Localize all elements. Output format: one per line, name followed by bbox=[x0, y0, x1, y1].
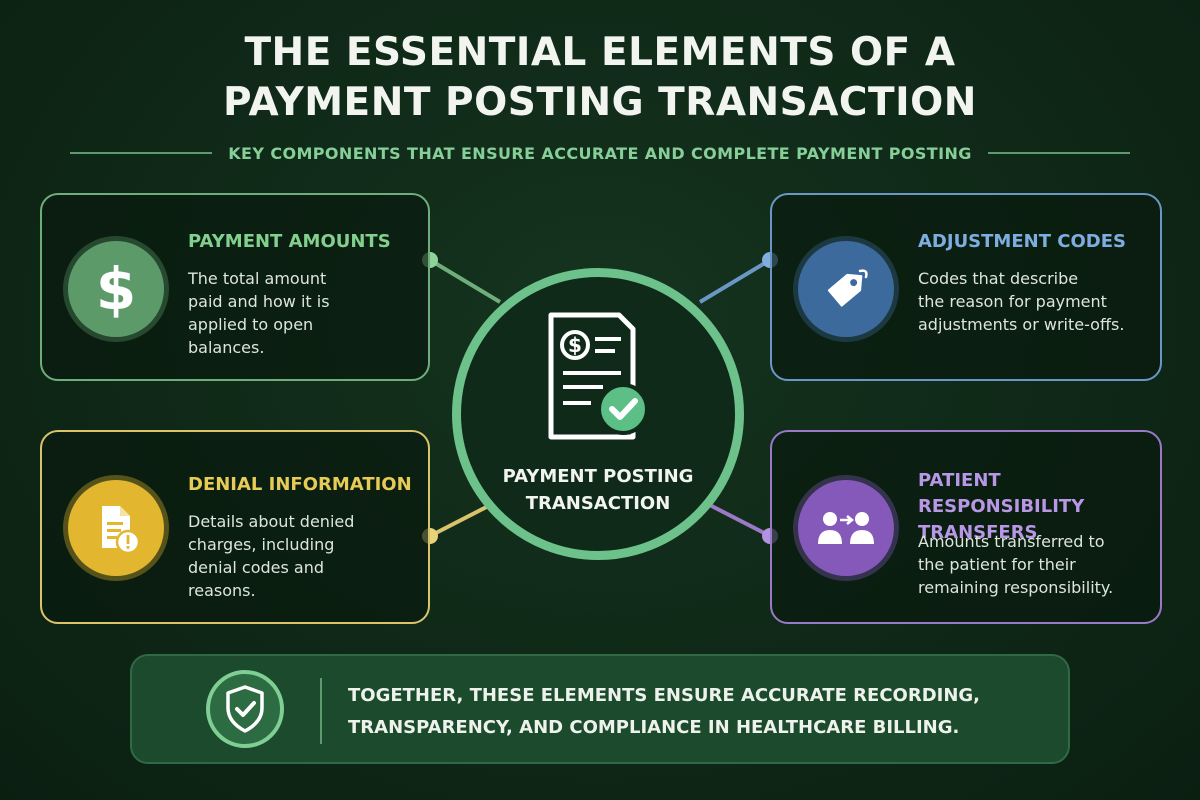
card-title-adjustment-codes: ADJUSTMENT CODES bbox=[918, 231, 1126, 252]
subtitle-rule-right bbox=[987, 152, 1131, 154]
svg-text:$: $ bbox=[568, 333, 582, 357]
card-denial-information: DENIAL INFORMATION Details about denied … bbox=[40, 430, 430, 624]
subtitle-rule-left bbox=[70, 152, 213, 154]
card-adjustment-codes: ADJUSTMENT CODES Codes that describe the… bbox=[770, 193, 1162, 381]
card-description-payment-amounts: The total amount paid and how it is appl… bbox=[188, 269, 330, 357]
dollar-icon: $ bbox=[68, 241, 164, 337]
page-title-line-2: PAYMENT POSTING TRANSACTION bbox=[223, 80, 977, 125]
card-description-patient-responsibility-transfers: Amounts transferred to the patient for t… bbox=[918, 532, 1114, 597]
footer-banner: TOGETHER, THESE ELEMENTS ENSURE ACCURATE… bbox=[130, 654, 1070, 764]
footer-text: TOGETHER, THESE ELEMENTS ENSURE ACCURATE… bbox=[348, 680, 1048, 744]
document-check-icon: $ bbox=[548, 312, 649, 440]
center-hub-label: PAYMENT POSTING TRANSACTION bbox=[502, 466, 694, 514]
center-hub: $ PAYMENT POSTING TRANSACTION bbox=[452, 268, 744, 560]
card-payment-amounts: $ PAYMENT AMOUNTS The total amount paid … bbox=[40, 193, 430, 381]
card-title-denial-information: DENIAL INFORMATION bbox=[188, 474, 412, 495]
subtitle-row: KEY COMPONENTS THAT ENSURE ACCURATE AND … bbox=[70, 140, 1131, 166]
tag-icon bbox=[798, 241, 894, 337]
connector-adjustment-codes bbox=[698, 258, 772, 304]
card-title-patient-responsibility-transfers: PATIENT RESPONSIBILITY TRANSFERS bbox=[918, 470, 1085, 543]
shield-check-icon bbox=[206, 670, 284, 748]
connector-patient-responsibility bbox=[699, 498, 771, 538]
footer-divider bbox=[320, 678, 322, 744]
footer-text-line-2: TRANSPARENCY, AND COMPLIANCE IN HEALTHCA… bbox=[348, 717, 960, 738]
people-transfer-icon bbox=[798, 480, 894, 576]
card-description-denial-information: Details about denied charges, including … bbox=[188, 512, 355, 600]
card-description-adjustment-codes: Codes that describe the reason for payme… bbox=[918, 269, 1125, 334]
card-title-payment-amounts: PAYMENT AMOUNTS bbox=[188, 231, 391, 252]
footer-text-line-1: TOGETHER, THESE ELEMENTS ENSURE ACCURATE… bbox=[348, 685, 981, 706]
subtitle: KEY COMPONENTS THAT ENSURE ACCURATE AND … bbox=[228, 143, 972, 163]
page-title-line-1: THE ESSENTIAL ELEMENTS OF A bbox=[244, 30, 956, 75]
card-patient-responsibility-transfers: PATIENT RESPONSIBILITY TRANSFERS Amounts… bbox=[770, 430, 1162, 624]
connector-payment-amounts bbox=[428, 258, 502, 304]
document-alert-icon bbox=[68, 480, 164, 576]
page-title: THE ESSENTIAL ELEMENTS OF A PAYMENT POST… bbox=[0, 28, 1200, 128]
